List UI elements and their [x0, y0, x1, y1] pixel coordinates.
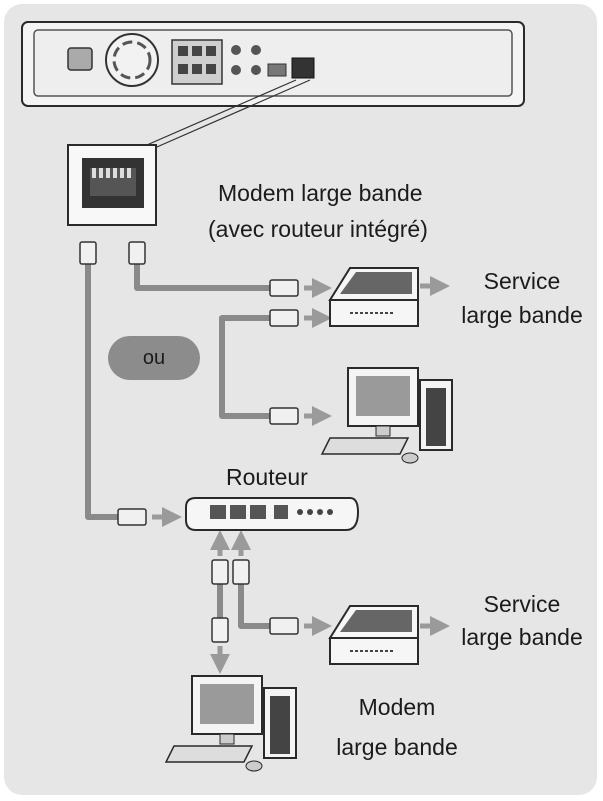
router-icon — [185, 497, 360, 531]
service-top-label-line1: Service — [483, 268, 561, 294]
lan-port-icon — [291, 57, 315, 79]
broadband-modem-top-icon — [328, 267, 419, 327]
diagram-background — [4, 4, 597, 795]
home-theater-back-panel — [21, 21, 525, 107]
router-label: Routeur — [226, 464, 308, 490]
service-bottom-label-line2: large bande — [461, 624, 583, 650]
direction-arrows — [152, 276, 450, 674]
lan-port-closeup — [67, 144, 157, 226]
computer-bottom-icon — [164, 675, 297, 772]
ethernet-cables — [85, 259, 275, 629]
rj45-plugs — [79, 241, 299, 643]
service-bottom-label-line1: Service — [483, 591, 561, 617]
power-socket-icon — [67, 47, 93, 71]
modem-top-label-line1: Modem large bande — [218, 180, 423, 206]
modem-bottom-label-line2: large bande — [336, 734, 458, 760]
usb-port-icon — [267, 63, 287, 77]
service-top-label-line2: large bande — [461, 302, 583, 328]
modem-bottom-label-line1: Modem — [358, 694, 436, 720]
broadband-modem-bottom-icon — [328, 605, 419, 665]
or-badge: ou — [108, 336, 200, 380]
modem-top-label-line2: (avec routeur intégré) — [208, 216, 428, 242]
computer-top-icon — [320, 367, 453, 464]
